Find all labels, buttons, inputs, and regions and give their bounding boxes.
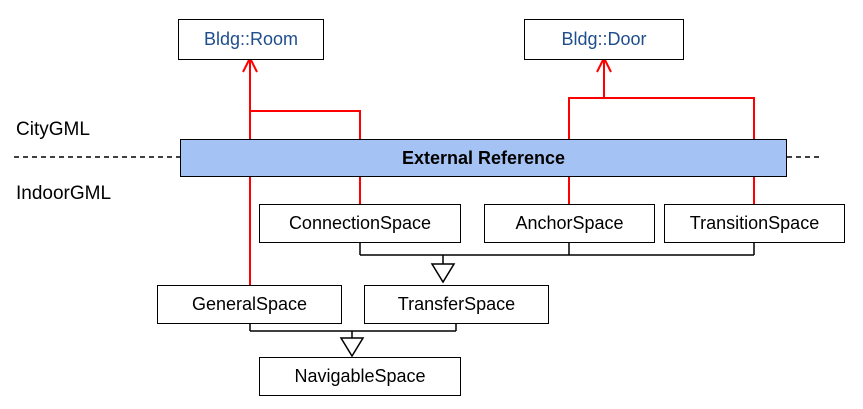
general-space-class: GeneralSpace — [157, 285, 342, 324]
citygml-layer-label: CityGML — [16, 119, 90, 140]
generalization-navigable — [249, 323, 457, 358]
anchor-space-class: AnchorSpace — [484, 204, 655, 243]
external-reference-bar: External Reference — [180, 139, 787, 177]
transfer-space-class: TransferSpace — [364, 285, 549, 324]
bldg-room-class: Bldg::Room — [178, 19, 324, 60]
generalization-transfer — [359, 242, 755, 284]
transition-space-class: TransitionSpace — [664, 204, 845, 243]
door-reference-lines — [568, 55, 755, 205]
bldg-door-class: Bldg::Door — [524, 19, 684, 60]
navigable-space-class: NavigableSpace — [259, 357, 461, 396]
connection-space-class: ConnectionSpace — [259, 204, 461, 243]
indoorgml-layer-label: IndoorGML — [16, 183, 112, 204]
